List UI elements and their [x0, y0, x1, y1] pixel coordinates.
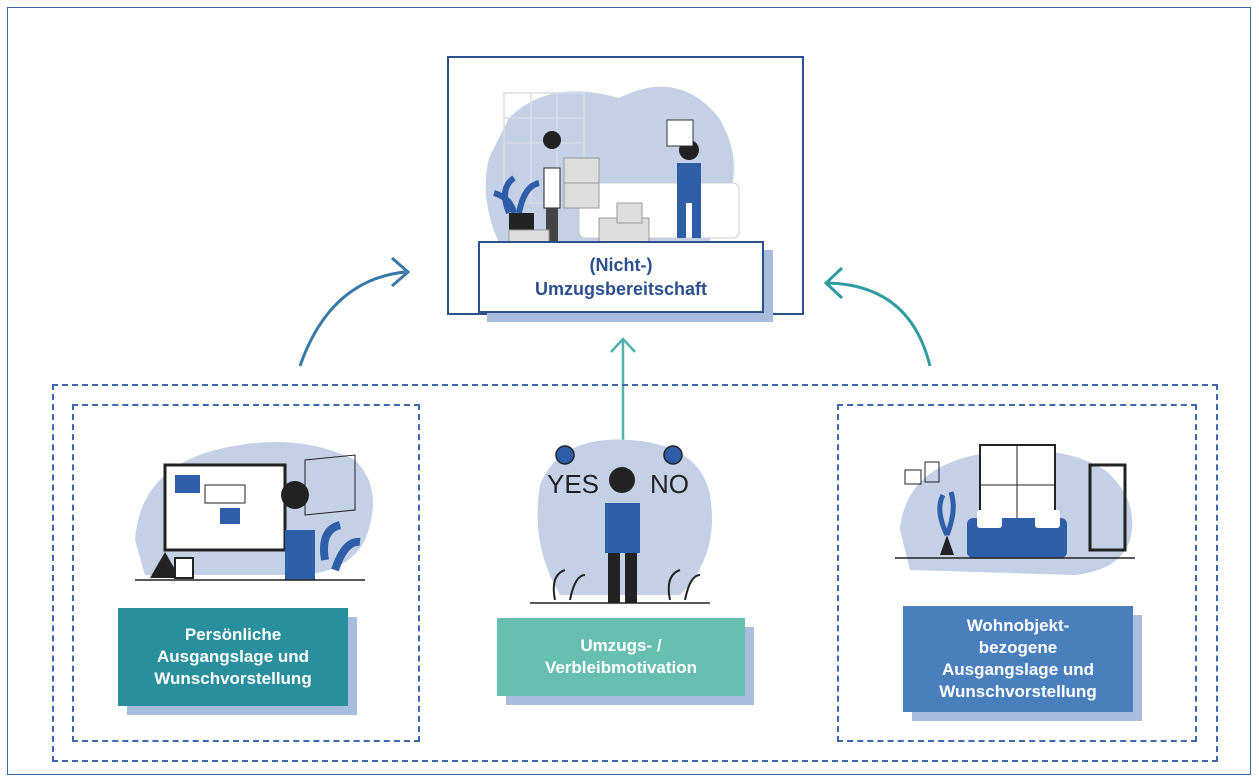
top-label: (Nicht-) Umzugsbereitschaft	[478, 241, 764, 313]
yes-label: YES	[547, 469, 599, 499]
label-personal: Persönliche Ausgangslage und Wunschvorst…	[118, 608, 348, 706]
moving-couple-illustration	[485, 86, 740, 246]
label-housing-line4: Wunschvorstellung	[939, 682, 1097, 701]
home-illustration	[895, 444, 1135, 575]
label-housing-line3: Ausgangslage und	[941, 660, 1095, 679]
decision-illustration: YES NO	[530, 439, 712, 604]
arrow-left-head	[391, 256, 411, 288]
label-housing-line2: bezogene	[978, 638, 1058, 657]
label-housing: Wohnobjekt- bezogene Ausgangslage und Wu…	[903, 606, 1133, 712]
label-housing-line1: Wohnobjekt-	[966, 616, 1070, 635]
arrow-right-head	[823, 266, 844, 300]
diagram-frame	[7, 7, 1251, 775]
factor-box-housing	[837, 404, 1197, 742]
personal-situation-illustration	[135, 442, 373, 581]
label-motivation-line2: Verbleibmotivation	[544, 658, 698, 677]
no-label: NO	[650, 469, 689, 499]
label-personal-line2: Ausgangslage und	[156, 647, 310, 666]
factors-group	[52, 384, 1218, 762]
label-personal-line3: Wunschvorstellung	[154, 669, 312, 688]
top-label-line1: (Nicht-)	[589, 255, 653, 275]
arrow-right	[827, 281, 932, 367]
top-label-line2: Umzugsbereitschaft	[534, 279, 708, 299]
label-motivation: Umzugs- / Verbleibmotivation	[497, 618, 745, 696]
arrow-left	[298, 270, 406, 367]
arrow-center-head	[610, 337, 636, 353]
factor-box-personal	[72, 404, 420, 742]
label-personal-line1: Persönliche	[184, 625, 282, 644]
label-motivation-line1: Umzugs- /	[580, 636, 662, 655]
